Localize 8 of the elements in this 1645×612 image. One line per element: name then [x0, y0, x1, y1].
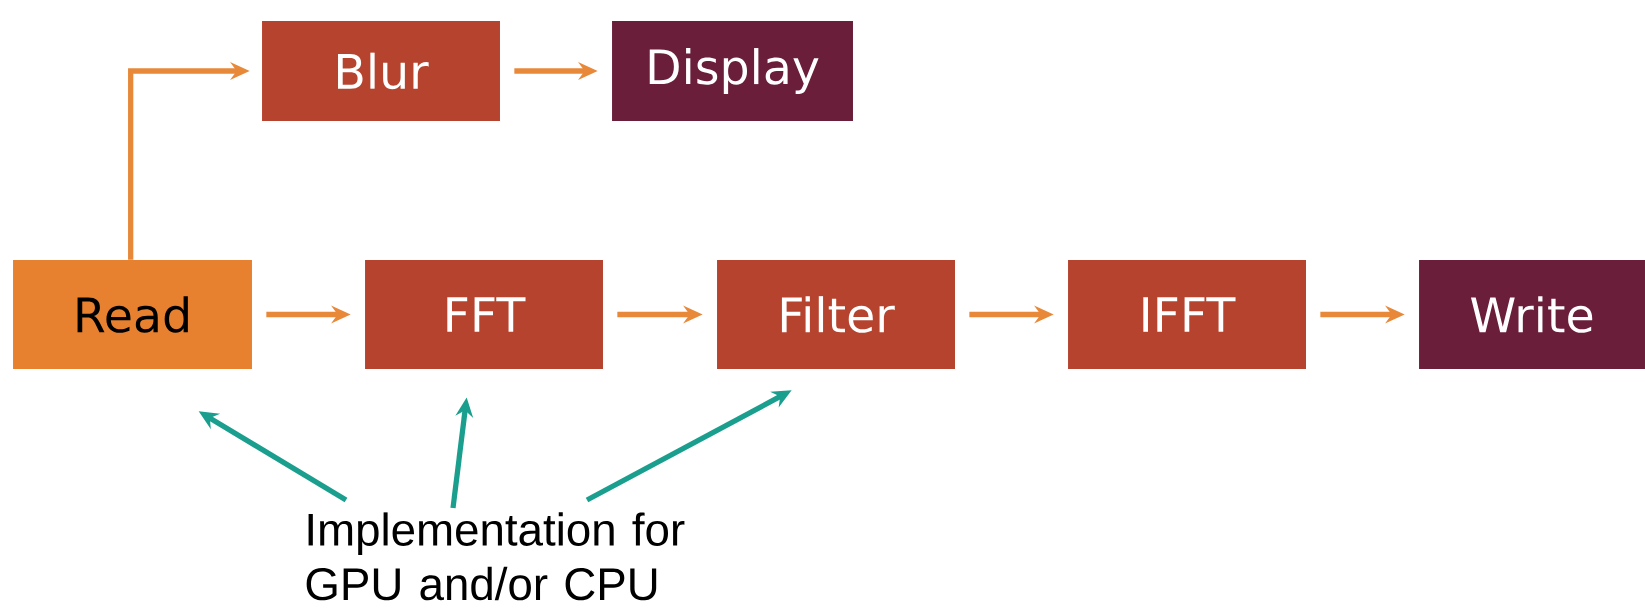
input-box: Read — [13, 260, 252, 369]
process-box: FFT — [365, 260, 603, 369]
note-text: Implementation for GPU and/or CPU — [306, 512, 685, 601]
output-box: Display — [612, 21, 853, 121]
output-box: Write — [1419, 260, 1645, 369]
process-box: Blur — [262, 21, 500, 121]
process-box: IFFT — [1068, 260, 1306, 369]
process-box: Filter — [717, 260, 955, 369]
